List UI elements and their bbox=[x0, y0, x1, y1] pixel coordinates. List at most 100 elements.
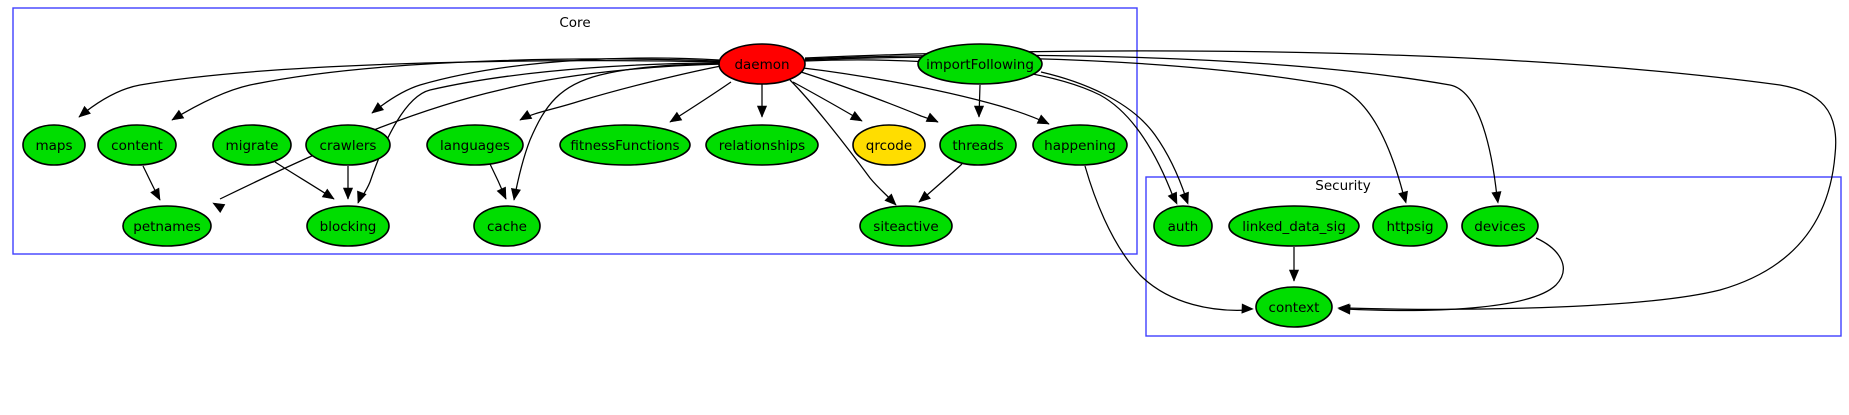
edge-arrowhead bbox=[1179, 191, 1189, 205]
edge-linked_data_sig-to-context bbox=[1288, 247, 1300, 282]
edge-daemon-to-blocking bbox=[357, 62, 722, 204]
edge-daemon-to-devices bbox=[804, 54, 1502, 204]
edge-line bbox=[804, 50, 1837, 310]
node-shape-qrcode[interactable] bbox=[852, 124, 926, 166]
node-migrate[interactable]: migrate bbox=[212, 124, 292, 166]
node-shape-content[interactable] bbox=[97, 124, 177, 166]
node-shape-blocking[interactable] bbox=[306, 205, 390, 247]
node-fitnessFunctions[interactable]: fitnessFunctions bbox=[559, 124, 691, 166]
edge-arrowhead bbox=[1398, 190, 1408, 204]
node-shape-relationships[interactable] bbox=[705, 124, 819, 166]
node-shape-context[interactable] bbox=[1255, 286, 1333, 328]
node-layer: daemon importFollowing maps content migrate c… bbox=[22, 43, 1539, 328]
edge-migrate-to-blocking bbox=[274, 161, 335, 200]
edge-arrowhead bbox=[171, 109, 185, 121]
edge-crawlers-to-blocking bbox=[342, 166, 354, 200]
edge-arrowhead bbox=[1338, 304, 1351, 315]
node-shape-daemon[interactable] bbox=[718, 43, 806, 85]
node-relationships[interactable]: relationships bbox=[705, 124, 819, 166]
node-shape-importFollowing[interactable] bbox=[917, 43, 1043, 85]
node-threads[interactable]: threads bbox=[939, 124, 1017, 166]
edge-devices-to-context bbox=[1338, 237, 1564, 315]
node-shape-devices[interactable] bbox=[1461, 205, 1539, 247]
node-auth[interactable]: auth bbox=[1153, 205, 1213, 247]
edge-daemon-to-happening bbox=[802, 67, 1050, 125]
node-siteactive[interactable]: siteactive bbox=[859, 205, 953, 247]
edge-daemon-to-siteactive bbox=[789, 79, 897, 206]
edge-line bbox=[219, 63, 723, 200]
edge-arrowhead bbox=[519, 109, 533, 121]
edge-arrowhead bbox=[150, 187, 161, 201]
node-qrcode[interactable]: qrcode bbox=[852, 124, 926, 166]
node-daemon[interactable]: daemon bbox=[718, 43, 806, 85]
node-context[interactable]: context bbox=[1255, 286, 1333, 328]
node-shape-cache[interactable] bbox=[473, 205, 541, 247]
node-shape-maps[interactable] bbox=[22, 124, 86, 166]
edge-daemon-to-relationships bbox=[756, 84, 768, 118]
edge-arrowhead bbox=[756, 105, 768, 118]
node-shape-auth[interactable] bbox=[1153, 205, 1213, 247]
node-shape-happening[interactable] bbox=[1032, 124, 1128, 166]
edge-arrowhead bbox=[496, 186, 507, 200]
node-maps[interactable]: maps bbox=[22, 124, 86, 166]
edge-languages-to-cache bbox=[489, 163, 507, 200]
edge-arrowhead bbox=[849, 110, 863, 122]
edge-line bbox=[1344, 237, 1564, 312]
edge-content-to-petnames bbox=[142, 165, 161, 201]
edge-arrowhead bbox=[1491, 191, 1502, 204]
edge-arrowhead bbox=[212, 202, 226, 214]
edge-line bbox=[519, 65, 722, 121]
edge-daemon-to-maps bbox=[78, 60, 720, 118]
edge-arrowhead bbox=[1288, 269, 1300, 282]
node-shape-threads[interactable] bbox=[939, 124, 1017, 166]
edge-arrowhead bbox=[884, 193, 897, 206]
node-blocking[interactable]: blocking bbox=[306, 205, 390, 247]
edge-line bbox=[513, 63, 721, 201]
edge-daemon-to-threads bbox=[800, 71, 939, 123]
edge-line bbox=[804, 56, 1405, 198]
node-linked_data_sig[interactable]: linked_data_sig bbox=[1228, 205, 1360, 247]
node-content[interactable]: content bbox=[97, 124, 177, 166]
edge-line bbox=[357, 62, 722, 204]
edge-daemon-to-languages bbox=[519, 65, 722, 121]
node-shape-crawlers[interactable] bbox=[305, 124, 391, 166]
node-cache[interactable]: cache bbox=[473, 205, 541, 247]
cluster-core: Core bbox=[12, 7, 1138, 255]
edge-daemon-to-fitnessFunctions bbox=[669, 81, 732, 123]
node-shape-petnames[interactable] bbox=[122, 205, 212, 247]
edge-daemon-to-httpsig bbox=[804, 56, 1408, 204]
node-crawlers[interactable]: crawlers bbox=[305, 124, 391, 166]
node-shape-httpsig[interactable] bbox=[1372, 205, 1448, 247]
edge-line bbox=[171, 58, 720, 121]
node-petnames[interactable]: petnames bbox=[122, 205, 212, 247]
node-shape-migrate[interactable] bbox=[212, 124, 292, 166]
node-devices[interactable]: devices bbox=[1461, 205, 1539, 247]
node-shape-fitnessFunctions[interactable] bbox=[559, 124, 691, 166]
edge-arrowhead bbox=[510, 187, 521, 201]
node-languages[interactable]: languages bbox=[426, 124, 524, 166]
edge-arrowhead bbox=[1036, 114, 1050, 125]
node-shape-languages[interactable] bbox=[426, 124, 524, 166]
node-happening[interactable]: happening bbox=[1032, 124, 1128, 166]
node-shape-linked_data_sig[interactable] bbox=[1228, 205, 1360, 247]
node-httpsig[interactable]: httpsig bbox=[1372, 205, 1448, 247]
edge-line bbox=[802, 67, 1050, 125]
edge-arrowhead bbox=[371, 102, 385, 114]
edge-arrowhead bbox=[342, 187, 354, 200]
node-shape-siteactive[interactable] bbox=[859, 205, 953, 247]
edge-arrowhead bbox=[321, 188, 335, 200]
edge-daemon-to-petnames bbox=[212, 63, 723, 214]
edge-layer bbox=[78, 50, 1837, 315]
edge-arrowhead bbox=[918, 190, 931, 203]
edge-daemon-to-auth bbox=[804, 59, 1178, 205]
edge-line bbox=[371, 57, 720, 114]
node-importFollowing[interactable]: importFollowing bbox=[917, 43, 1043, 85]
edge-line bbox=[78, 60, 720, 118]
cluster-boundary-security bbox=[1145, 176, 1842, 337]
cluster-label-core: Core bbox=[559, 15, 590, 31]
edge-line bbox=[789, 79, 897, 206]
edge-arrowhead bbox=[925, 112, 939, 123]
